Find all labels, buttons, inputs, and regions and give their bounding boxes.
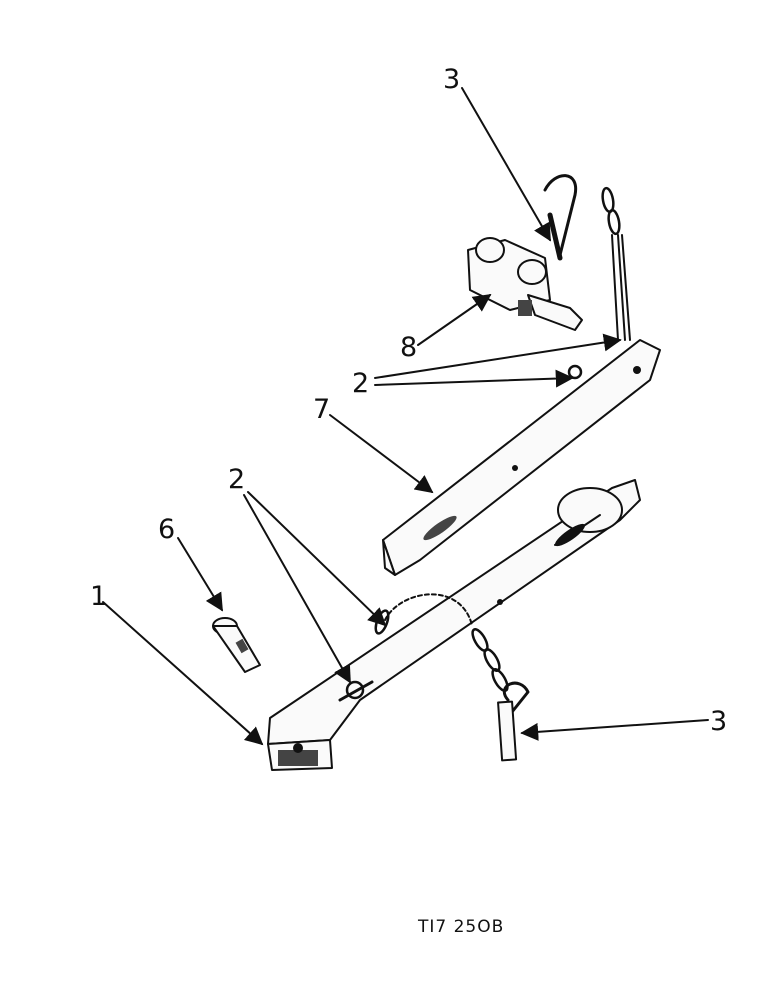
linch-pin-part-3-right [497, 681, 530, 762]
drawbar-part-1 [267, 479, 641, 771]
callout-2-lower: 2 [228, 464, 245, 495]
bar-part-7 [382, 339, 661, 576]
chain-upper [601, 186, 631, 341]
callout-2-upper: 2 [352, 368, 369, 399]
clevis-block-part-8 [467, 237, 583, 331]
callout-6: 6 [158, 514, 175, 545]
callout-1: 1 [90, 581, 107, 612]
linch-pin-part-3-top [543, 174, 578, 261]
callout-3-top: 3 [443, 64, 460, 95]
clevis-pin-part-6 [212, 617, 261, 673]
callout-3-right: 3 [710, 706, 727, 737]
callout-8: 8 [400, 332, 417, 363]
leader-lines [102, 87, 709, 746]
figure-reference: TI7 25OB [417, 917, 504, 937]
callout-7: 7 [313, 394, 330, 425]
chain-lower [338, 364, 583, 702]
